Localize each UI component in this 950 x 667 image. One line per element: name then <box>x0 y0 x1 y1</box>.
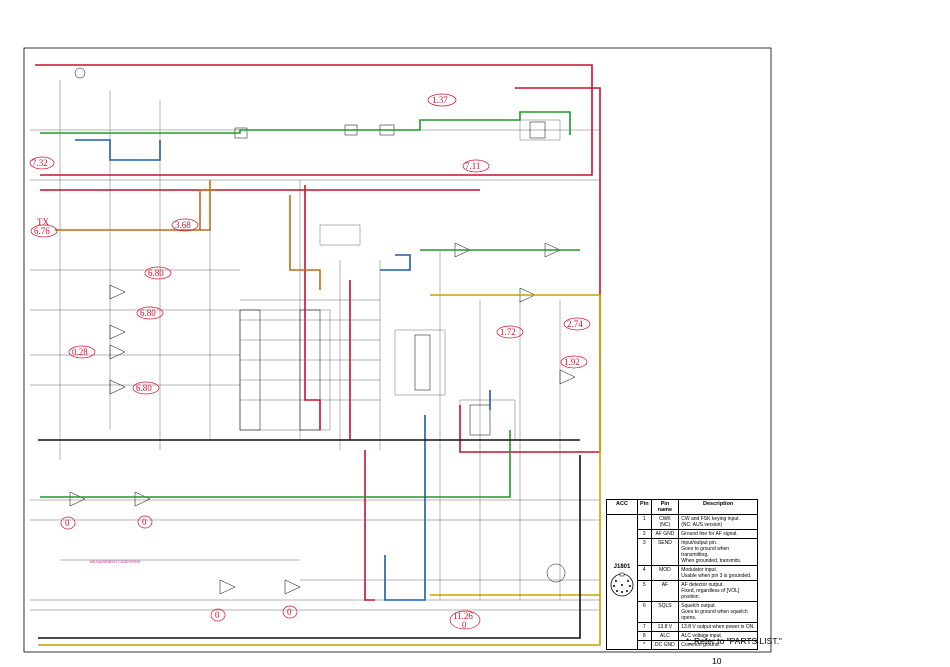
voltage-ellipse <box>449 610 481 630</box>
voltage-ellipse <box>68 345 96 359</box>
voltage-ellipse <box>462 159 490 173</box>
table-row: 5 AF AF detector output. Fixed, regardle… <box>607 580 758 602</box>
pin-description: Ground line for AF signal. <box>678 529 758 539</box>
header-pin-name: Pin name <box>650 499 680 515</box>
pin-description: Squelch output. Goes to ground when sque… <box>678 601 758 623</box>
pin-description: CW and FSK keying input. (NC: AUS versio… <box>678 514 758 530</box>
voltage-label: 6.80 <box>136 383 152 393</box>
voltage-ellipse <box>136 306 164 320</box>
orange-trace <box>55 180 321 290</box>
voltage-ellipse <box>132 381 160 395</box>
pin-name: ALC <box>650 631 680 641</box>
header-description: Description <box>678 499 758 515</box>
voltage-ellipse <box>137 515 153 529</box>
voltage-ellipse <box>30 224 58 238</box>
voltage-ellipse <box>144 266 172 280</box>
voltage-label: 11.26 <box>453 611 473 621</box>
pin-number: 8 <box>637 631 652 641</box>
voltage-ellipse <box>563 317 591 331</box>
voltage-ellipse <box>171 218 199 232</box>
pin-number: 2 <box>637 529 652 539</box>
pin-number: 4 <box>637 565 652 581</box>
voltage-label: 6.80 <box>148 268 164 278</box>
voltage-label: 1.72 <box>500 327 516 337</box>
pin-number: * <box>637 640 652 650</box>
green-trace <box>40 111 580 498</box>
voltage-label: 7.11 <box>465 161 480 171</box>
voltage-label: 2.74 <box>567 319 583 329</box>
pin-description: Input/output pin. Goes to ground when tr… <box>678 538 758 566</box>
voltage-ellipse <box>496 325 524 339</box>
voltage-label: 1.37 <box>432 95 448 105</box>
pin-name: DC GND <box>650 640 680 650</box>
connector-label: J1801 <box>613 564 631 570</box>
black-trace <box>38 439 581 639</box>
pin-number: 1 <box>637 514 652 530</box>
voltage-label: 7.32 <box>32 158 48 168</box>
voltage-label: 0 <box>142 517 147 527</box>
pin-number: 7 <box>637 622 652 632</box>
voltage-label: 0 <box>215 610 220 620</box>
pin-number: 3 <box>637 538 652 566</box>
voltage-label: 0 <box>287 607 292 617</box>
voltage-ellipse <box>60 516 76 530</box>
pin-name: CWK (NC) <box>650 514 680 530</box>
pin-name: SEND <box>650 538 680 566</box>
pin-description: AF detector output. Fixed, regardless of… <box>678 580 758 602</box>
voltage-ellipse <box>427 93 457 107</box>
din-connector-icon <box>610 572 634 597</box>
table-row: * DC GND Common ground. <box>607 640 758 650</box>
header-acc: ACC <box>606 499 638 515</box>
pin-description: 13.8 V output when power is ON. <box>678 622 758 632</box>
voltage-label: 1.92 <box>564 357 580 367</box>
header-pin: Pin <box>637 499 652 515</box>
pin-number: 5 <box>637 580 652 602</box>
parts-list-footnote: *; Refer to "PARTS LIST." <box>686 636 782 646</box>
acc-pin-table: ACC Pin Pin name Description J1801 1 CWK… <box>606 499 758 650</box>
voltage-label: 6.76 <box>34 226 50 236</box>
voltage-label: 3.68 <box>175 220 191 230</box>
pin-name: MOD <box>650 565 680 581</box>
connector-cell: J1801 <box>606 514 638 650</box>
pin-description: Common ground. <box>678 640 758 650</box>
blue-trace <box>75 139 491 601</box>
table-header-row: ACC Pin Pin name Description <box>606 499 758 515</box>
page-frame <box>23 47 772 653</box>
voltage-ellipse <box>29 156 55 170</box>
pin-description: Modulator input. Usable when pin 3 is gr… <box>678 565 758 581</box>
voltage-label: 0 <box>462 620 467 630</box>
voltage-ellipse <box>210 608 226 622</box>
voltage-label: 0.28 <box>72 347 88 357</box>
table-row: 3 SEND Input/output pin. Goes to ground … <box>607 538 758 566</box>
voltage-label: TX <box>37 217 49 227</box>
page-number: 10 <box>712 656 722 666</box>
pin-name: 13.8 V <box>650 622 680 632</box>
voltage-labels: 7.32 1.37 7.11 TX 6.76 3.68 6.80 6.80 0.… <box>29 93 591 630</box>
voltage-ellipse <box>560 355 588 369</box>
voltage-label: 0 <box>65 518 70 528</box>
pin-name: AF <box>650 580 680 602</box>
voltage-ellipse <box>282 605 298 619</box>
yellow-trace <box>38 294 601 646</box>
pin-name: SQLS <box>650 601 680 623</box>
pin-name: AF GND <box>650 529 680 539</box>
table-row: J1801 1 CWK (NC) CW and FSK keying input… <box>606 514 758 650</box>
measurement-conditions: MEASUREMENT CONDITIONS <box>90 560 141 564</box>
pin-number: 6 <box>637 601 652 623</box>
voltage-label: 6.80 <box>140 308 156 318</box>
